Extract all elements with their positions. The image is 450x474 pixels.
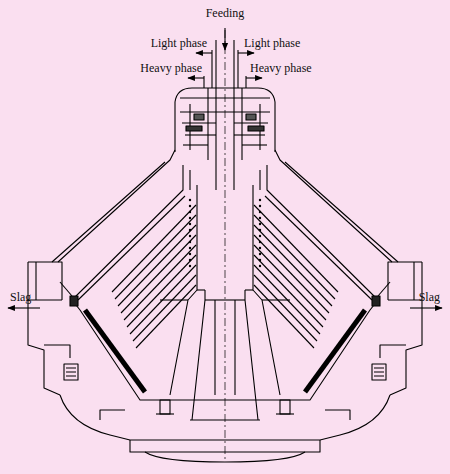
flow-label: Light phase	[244, 36, 300, 50]
flow-label: Feeding	[206, 6, 245, 20]
flow-label: Light phase	[151, 36, 207, 50]
flow-label: Slag	[10, 290, 31, 304]
flow-label: Slag	[419, 290, 440, 304]
flow-label: Heavy phase	[250, 61, 312, 75]
flow-label: Heavy phase	[140, 61, 202, 75]
